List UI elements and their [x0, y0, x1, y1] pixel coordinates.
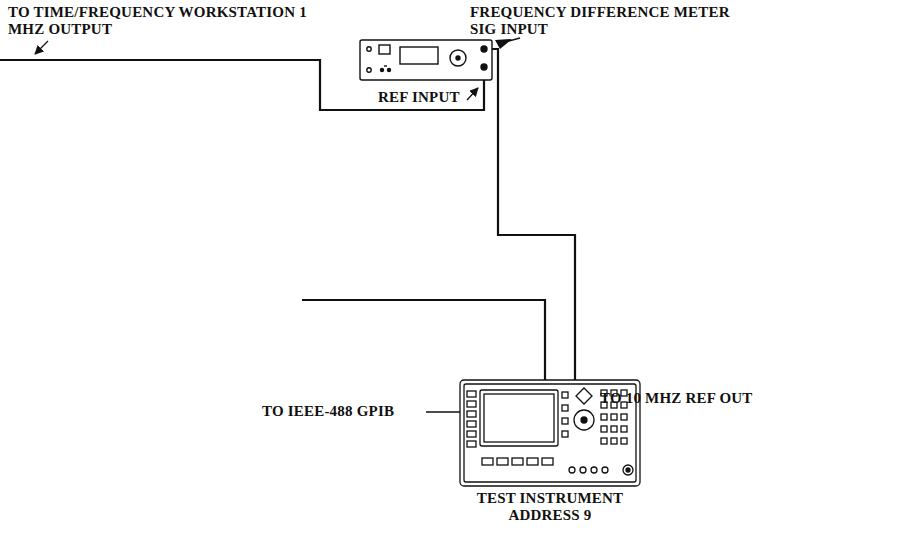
softkey: [467, 401, 476, 407]
bottom-key: [512, 458, 523, 465]
bottom-key: [527, 458, 538, 465]
cable-destination: TO TIME/FREQUENCY WORKSTATION 1 MHZ OUTP…: [8, 4, 308, 38]
input-name: SIG INPUT: [470, 21, 548, 38]
meter-drawing: [360, 40, 492, 80]
ref-connector: [481, 64, 487, 70]
softkey: [467, 411, 476, 417]
gpib-cable: [302, 300, 545, 380]
meter-dot: [381, 69, 384, 72]
meter-knob-center: [456, 56, 460, 60]
side-keys: [562, 392, 568, 437]
keypad-key: [601, 414, 607, 420]
meter-lamp: [367, 47, 371, 51]
connector-jack: [580, 467, 586, 473]
instrument-name: TEST INSTRUMENT ADDRESS 9: [460, 490, 640, 524]
power-button: [623, 465, 633, 475]
keypad-key: [621, 438, 627, 444]
sig-pointer-line: [505, 38, 520, 42]
port-name: TO 10 MHZ REF OUT: [600, 390, 753, 407]
side-key: [562, 392, 568, 398]
screen-inner: [484, 394, 554, 442]
bottom-key: [542, 458, 553, 465]
keypad-key: [621, 414, 627, 420]
meter-mark: [384, 65, 387, 66]
keypad-key: [601, 426, 607, 432]
keypad-key: [611, 414, 617, 420]
meter-button: [379, 45, 390, 54]
meter-node: FREQUENCY DIFFERENCE METER: [360, 40, 492, 80]
meter-dot: [388, 69, 391, 72]
meter-display: [400, 47, 438, 64]
instrument-screen: [480, 390, 558, 446]
softkey: [467, 431, 476, 437]
side-key: [562, 418, 568, 424]
instrument-name: FREQUENCY DIFFERENCE METER: [470, 4, 730, 21]
cables: [0, 49, 545, 380]
power-center: [626, 468, 630, 472]
side-key: [562, 431, 568, 437]
connector-jack: [591, 467, 597, 473]
side-key: [562, 405, 568, 411]
softkey: [467, 391, 476, 397]
leader-arrow: [467, 88, 478, 100]
keypad-key: [601, 438, 607, 444]
sig-connector: [481, 46, 487, 52]
keypad-key: [621, 426, 627, 432]
input-name: REF INPUT: [378, 89, 460, 106]
connector-jack: [569, 467, 575, 473]
bottom-key: [497, 458, 508, 465]
port-name: TO IEEE-488 GPIB: [262, 403, 394, 420]
bottom-keys: [482, 458, 608, 473]
leader-arrows: [35, 41, 596, 412]
keypad-key: [611, 426, 617, 432]
instrument-knob: [574, 410, 594, 430]
instrument-diamond-key: [576, 388, 592, 404]
softkeys: [467, 391, 476, 447]
knob-center: [581, 417, 587, 423]
leader-arrow: [35, 41, 48, 54]
meter-panel: [360, 40, 492, 80]
keypad-key: [611, 438, 617, 444]
coax-cable: [492, 49, 575, 380]
softkey: [467, 421, 476, 427]
softkey: [467, 441, 476, 447]
meter-knob: [450, 50, 466, 66]
connector-jack: [602, 467, 608, 473]
meter-lamp: [367, 68, 371, 72]
bottom-key: [482, 458, 493, 465]
